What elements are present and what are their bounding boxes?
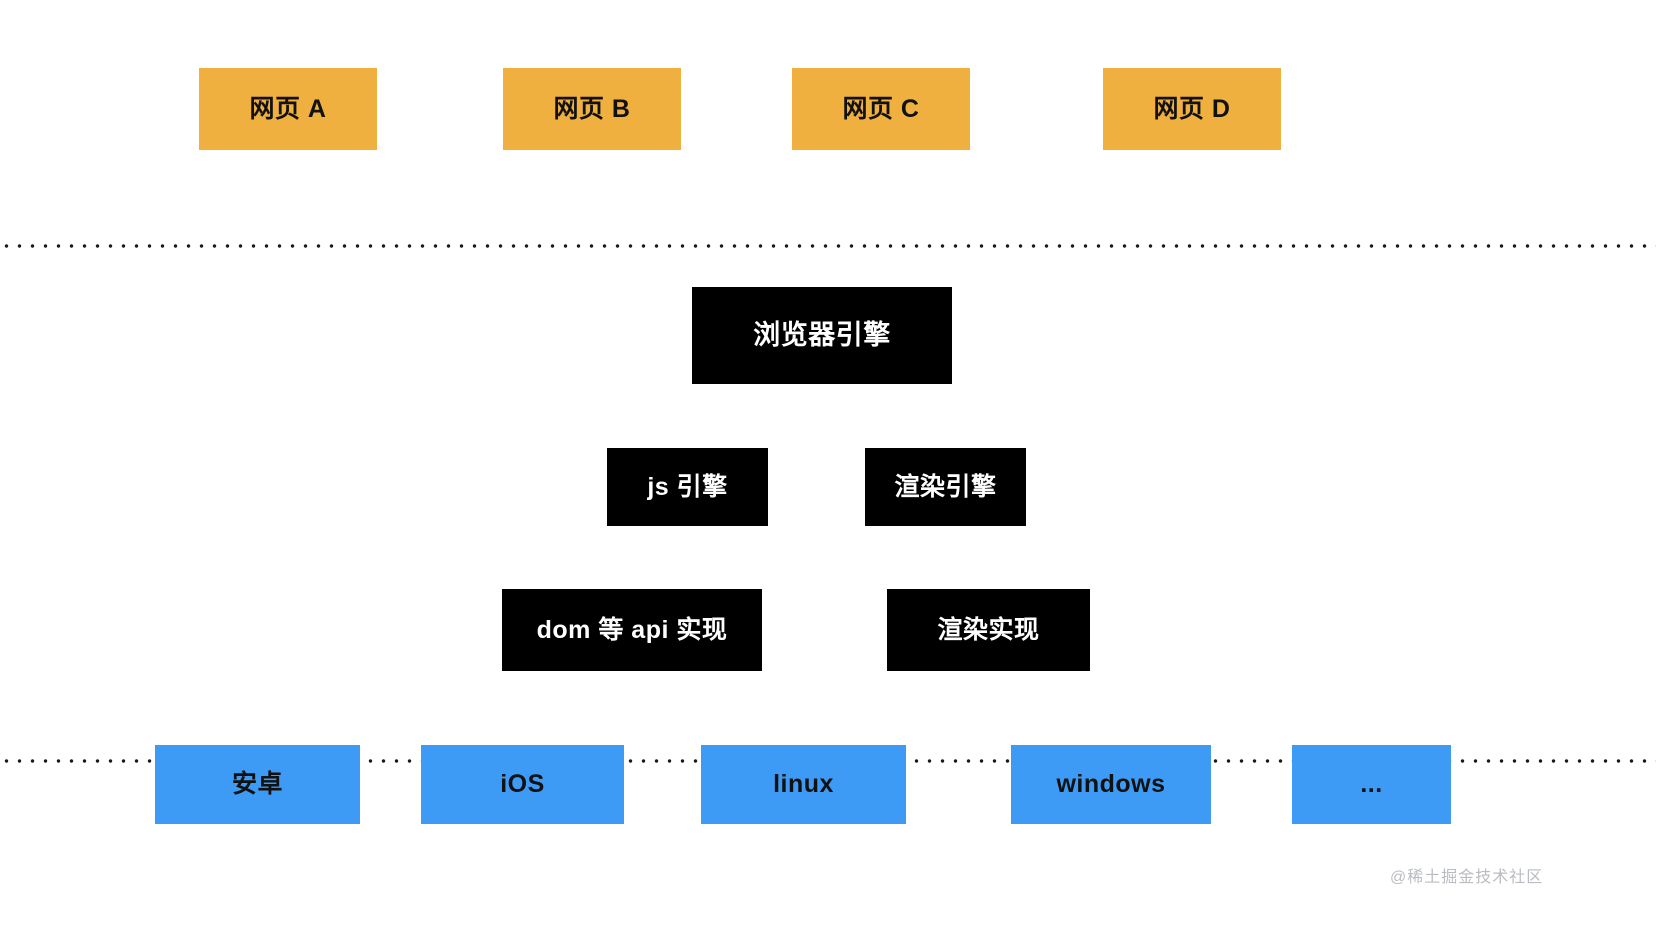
web-page-label: 网页 B xyxy=(553,94,631,123)
os-label: 安卓 xyxy=(231,770,283,799)
os-box-ios[interactable]: iOS xyxy=(421,745,624,824)
os-label: iOS xyxy=(500,770,545,799)
os-box-android[interactable]: 安卓 xyxy=(155,745,360,824)
watermark: @稀土掘金技术社区 xyxy=(1390,869,1544,886)
web-page-box-d[interactable]: 网页 D xyxy=(1103,68,1281,150)
web-page-label: 网页 C xyxy=(842,94,920,123)
dom-api-implementation-label: dom 等 api 实现 xyxy=(536,615,728,644)
web-page-box-a[interactable]: 网页 A xyxy=(199,68,377,150)
js-engine-label: js 引擎 xyxy=(647,472,728,501)
os-label: ... xyxy=(1360,770,1383,799)
os-label: windows xyxy=(1056,770,1166,799)
web-page-label: 网页 D xyxy=(1153,94,1231,123)
render-implementation-box[interactable]: 渲染实现 xyxy=(887,589,1090,671)
render-engine-box[interactable]: 渲染引擎 xyxy=(865,448,1026,526)
os-label: linux xyxy=(773,770,834,799)
web-page-label: 网页 A xyxy=(249,94,327,123)
web-page-box-c[interactable]: 网页 C xyxy=(792,68,970,150)
os-box-windows[interactable]: windows xyxy=(1011,745,1211,824)
web-page-box-b[interactable]: 网页 B xyxy=(503,68,681,150)
os-box-linux[interactable]: linux xyxy=(701,745,906,824)
os-box-more[interactable]: ... xyxy=(1292,745,1451,824)
browser-engine-box[interactable]: 浏览器引擎 xyxy=(692,287,952,384)
js-engine-box[interactable]: js 引擎 xyxy=(607,448,768,526)
render-implementation-label: 渲染实现 xyxy=(937,615,1040,644)
render-engine-label: 渲染引擎 xyxy=(894,472,997,501)
divider-webpage-engine xyxy=(0,244,1656,248)
browser-engine-label: 浏览器引擎 xyxy=(753,319,891,350)
dom-api-implementation-box[interactable]: dom 等 api 实现 xyxy=(502,589,762,671)
